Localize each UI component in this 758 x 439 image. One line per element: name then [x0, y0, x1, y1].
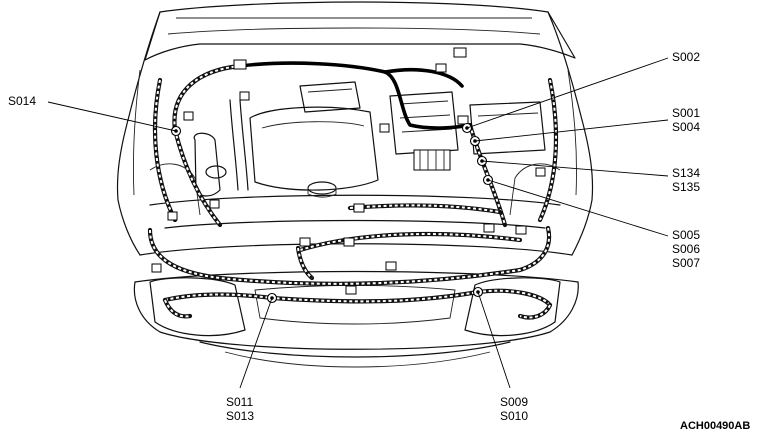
leader-lines [47, 57, 669, 389]
connectors [151, 47, 546, 295]
engine-components [193, 81, 546, 198]
callout-text: S135 [672, 180, 701, 194]
callout-s011-s013: S011 S013 [226, 395, 254, 423]
callout-text: S011 [226, 395, 254, 409]
callout-text: S134 [672, 166, 701, 180]
callout-s001-s004: S001 S004 [672, 106, 700, 134]
callout-text: S009 [500, 395, 529, 409]
wiring-harness [147, 61, 559, 320]
car-body-outline [116, 1, 594, 368]
callout-text: S002 [672, 50, 701, 64]
callout-text: S014 [8, 94, 37, 108]
callout-text: S010 [500, 409, 529, 423]
callout-s009-s010: S009 S010 [500, 395, 528, 423]
callout-s002: S002 [672, 50, 700, 64]
callout-text: S001 [672, 106, 701, 120]
callout-s005-s007: S005 S006 S007 [672, 228, 700, 270]
callout-text: S007 [672, 256, 701, 270]
callout-text: S006 [672, 242, 701, 256]
callout-text: S004 [672, 120, 701, 134]
callout-text: S005 [672, 228, 701, 242]
figure-code: ACH00490AB [680, 420, 751, 432]
callout-text: S013 [226, 409, 255, 423]
callout-s134-s135: S134 S135 [672, 166, 700, 194]
callout-s014: S014 [8, 94, 36, 108]
